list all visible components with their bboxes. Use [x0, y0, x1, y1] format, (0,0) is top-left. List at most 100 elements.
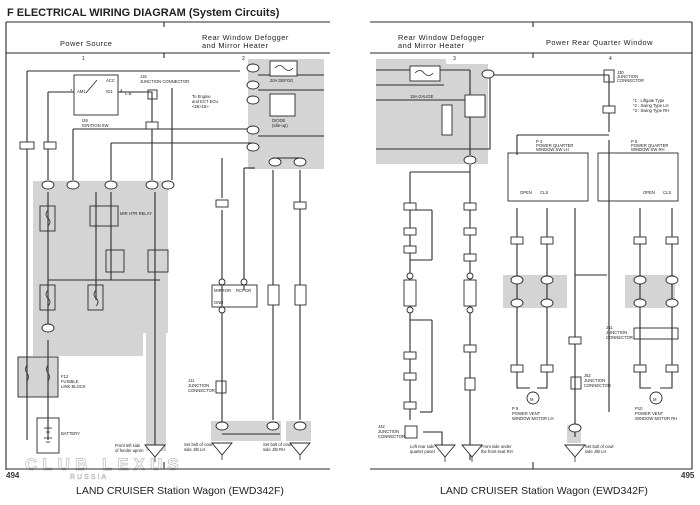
section-defogger-line1: Rear Window Defogger: [202, 33, 289, 42]
connector-row-left: [19, 121, 307, 333]
fusible-link-block: F12 FUSIBLE LINK BLOCK: [17, 356, 86, 398]
svg-text:*1 : Liftgate Type: *1 : Liftgate Type: [633, 98, 665, 103]
svg-text:Set bolt of cowl: Set bolt of cowl: [184, 442, 212, 447]
svg-text:OPEN: OPEN: [643, 190, 655, 195]
ground-ii: Set bolt of cowl side J/B RH: [263, 442, 311, 460]
relay-block: MIR HTR RELAY: [39, 205, 169, 311]
ground-bm: Left rear side quarter panel: [410, 444, 456, 462]
svg-text:IGNITION SW: IGNITION SW: [82, 123, 109, 128]
svg-text:4: 4: [120, 88, 123, 93]
svg-text:CONNECTOR: CONNECTOR: [584, 383, 611, 388]
svg-text:Set bolt of cowl: Set bolt of cowl: [263, 442, 291, 447]
svg-text:J15: J15: [140, 74, 147, 79]
svg-text:JUNCTION: JUNCTION: [617, 74, 638, 79]
svg-text:RCPGR: RCPGR: [236, 288, 251, 293]
svg-text:JUNCTION CONNECTOR: JUNCTION CONNECTOR: [140, 79, 189, 84]
right-page-frame: [370, 21, 693, 470]
page-number-left: 494: [6, 471, 20, 480]
svg-text:side J/B RH: side J/B RH: [263, 447, 285, 452]
svg-text:CLS: CLS: [663, 190, 671, 195]
svg-text:JUNCTION: JUNCTION: [188, 383, 209, 388]
svg-text:WINDOW SW RH: WINDOW SW RH: [631, 147, 665, 152]
svg-text:Set bolt of cowl: Set bolt of cowl: [585, 444, 613, 449]
noise-filter: [464, 377, 476, 391]
svg-text:IG1: IG1: [106, 89, 113, 94]
relay-block-shade-lower: [33, 333, 143, 356]
defog-relay-block: 15A GAUGE: [409, 65, 495, 165]
svg-text:WINDOW MOTOR LH: WINDOW MOTOR LH: [512, 416, 554, 421]
svg-text:POWER QUARTER: POWER QUARTER: [631, 143, 668, 148]
page-title: F ELECTRICAL WIRING DIAGRAM (System Circ…: [7, 7, 280, 19]
svg-text:POWER VENT: POWER VENT: [512, 411, 541, 416]
section-defogger-r-line1: Rear Window Defogger: [398, 33, 485, 42]
ground-bk: Front side under the front seat RH: [461, 444, 513, 462]
svg-text:Front side under: Front side under: [481, 444, 512, 449]
svg-text:LINK BLOCK: LINK BLOCK: [61, 384, 86, 389]
svg-text:P 4: P 4: [536, 139, 543, 144]
svg-text:CONNECTOR: CONNECTOR: [606, 335, 633, 340]
svg-text:J30: J30: [617, 70, 624, 75]
svg-text:POWER VENT: POWER VENT: [635, 411, 664, 416]
svg-text:CLS: CLS: [540, 190, 548, 195]
svg-text:20A DEFOG: 20A DEFOG: [270, 78, 293, 83]
svg-text:JUNCTION: JUNCTION: [606, 330, 627, 335]
junction-connector-j51: J51 JUNCTION CONNECTOR: [606, 325, 679, 340]
svg-text:MIR HTR RELAY: MIR HTR RELAY: [120, 211, 152, 216]
svg-text:To Engine: To Engine: [192, 94, 211, 99]
variant-notes: *1 : Liftgate Type *2 : Swing Type LH *3…: [633, 98, 669, 113]
svg-text:Left rear side: Left rear side: [410, 444, 435, 449]
jb-connector-shade-lh: [211, 421, 281, 441]
svg-text:JUNCTION: JUNCTION: [378, 429, 399, 434]
page-number-right: 495: [681, 471, 695, 480]
section-power-rear-quarter: Power Rear Quarter Window: [546, 38, 653, 47]
svg-text:the front seat RH: the front seat RH: [481, 449, 513, 454]
svg-text:quarter panel: quarter panel: [410, 449, 435, 454]
svg-text:DIODE: DIODE: [272, 118, 285, 123]
section-defogger-line2: and Mirror Heater: [202, 41, 268, 50]
svg-text:M: M: [530, 397, 534, 402]
svg-text:side J/B LH: side J/B LH: [184, 447, 205, 452]
section-power-source: Power Source: [60, 39, 112, 48]
svg-text:M: M: [653, 397, 657, 402]
footer-right: LAND CRUISER Station Wagon (EWD342F): [440, 485, 648, 497]
mirror-switch: MIRROR RCPGR GND: [211, 278, 258, 314]
vent-motor-rh: M P10 POWER VENT WINDOW MOTOR RH: [635, 391, 677, 421]
section-index-4: 4: [609, 56, 612, 62]
svg-text:BATTERY: BATTERY: [61, 431, 80, 436]
section-defogger-r-line2: and Mirror Heater: [398, 41, 464, 50]
svg-text:J11: J11: [188, 378, 195, 383]
svg-text:CONNECTOR: CONNECTOR: [378, 434, 405, 439]
svg-text:side J/B LH: side J/B LH: [585, 449, 606, 454]
vent-motor-lh: M P 9 POWER VENT WINDOW MOTOR LH: [512, 391, 554, 421]
svg-text:P 9: P 9: [512, 406, 519, 411]
jb-bottom-connectors: [215, 421, 307, 431]
svg-text:J51: J51: [606, 325, 613, 330]
left-page-frame: [5, 21, 330, 470]
junction-connector-j52: J52 JUNCTION CONNECTOR: [570, 373, 611, 390]
svg-text:(Idle-up): (Idle-up): [272, 123, 288, 128]
ignition-switch: ACC AM1 IG1 2 4 L-B I26 IGNITION SW: [70, 74, 132, 128]
svg-text:POWER QUARTER: POWER QUARTER: [536, 143, 573, 148]
ground-ee: Front left side of fender apron: [115, 443, 166, 462]
defog-fuse-block: 20A DEFOG DIODE (Idle-up) To Engine and …: [192, 60, 307, 167]
left-wires: [26, 70, 324, 445]
quarter-window-switch-rh: P 5 POWER QUARTER WINDOW SW RH OPEN CLS: [597, 139, 679, 202]
svg-text:MIRROR: MIRROR: [214, 288, 231, 293]
svg-text:CONNECTOR: CONNECTOR: [188, 388, 215, 393]
svg-text:L-B: L-B: [125, 91, 132, 96]
svg-text:FUSIBLE: FUSIBLE: [61, 379, 79, 384]
battery: BATTERY: [36, 417, 80, 454]
svg-text:F12: F12: [61, 374, 69, 379]
junction-connector-j15: J15 JUNCTION CONNECTOR: [140, 74, 189, 100]
svg-text:P 5: P 5: [631, 139, 638, 144]
svg-text:J42: J42: [378, 424, 385, 429]
svg-text:2: 2: [70, 88, 73, 93]
svg-text:WINDOW SW LH: WINDOW SW LH: [536, 147, 569, 152]
svg-text:*3 : Swing Type RH: *3 : Swing Type RH: [633, 108, 669, 113]
section-index-1: 1: [82, 56, 85, 62]
svg-text:OPEN: OPEN: [520, 190, 532, 195]
footer-left: LAND CRUISER Station Wagon (EWD342F): [76, 485, 284, 497]
section-index-3: 3: [453, 56, 456, 62]
junction-connector-j11: J11 JUNCTION CONNECTOR: [188, 378, 227, 394]
